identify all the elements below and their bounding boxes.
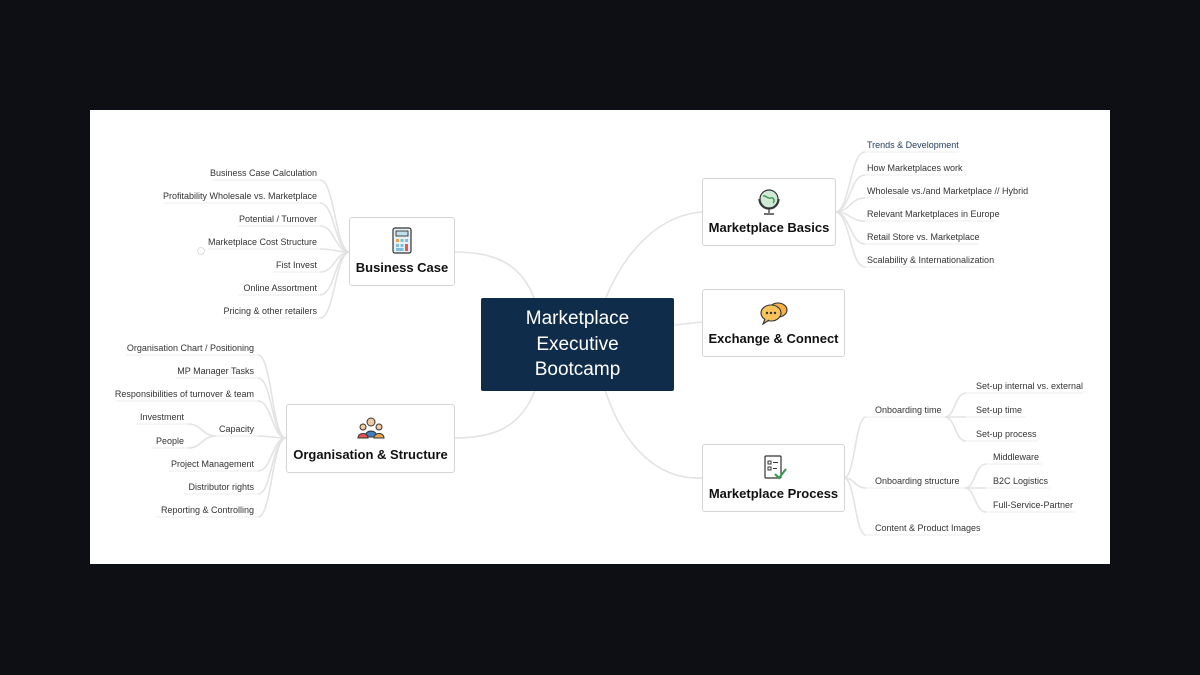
subtopic-item[interactable]: Online Assortment (243, 283, 317, 293)
subtopic-item[interactable]: Distributor rights (188, 482, 254, 492)
subtopic-item[interactable]: Content & Product Images (875, 523, 981, 533)
subtopic-item[interactable]: Set-up time (976, 405, 1023, 415)
subtopic-onboarding-time[interactable]: Onboarding time (875, 405, 942, 415)
topic-title: Marketplace Basics (708, 220, 830, 235)
subtopic-item[interactable]: Profitability Wholesale vs. Marketplace (162, 191, 317, 201)
connector-lines (116, 151, 1083, 536)
subtopic-item[interactable]: Full-Service-Partner (993, 500, 1074, 510)
subtopic-item[interactable]: Set-up internal vs. external (976, 381, 1084, 391)
subtopic-item[interactable]: Scalability & Internationalization (867, 255, 995, 265)
subtopic-item[interactable]: Fist Invest (275, 260, 317, 270)
subtopic-item[interactable]: Investment (139, 412, 184, 422)
chat-bubbles-icon (759, 302, 788, 326)
subtopic-item[interactable]: Set-up process (976, 429, 1037, 439)
central-line-2: Executive (536, 333, 619, 355)
subtopic-item[interactable]: B2C Logistics (993, 476, 1049, 486)
calculator-icon (392, 227, 412, 254)
topic-exchange-connect[interactable]: Exchange & Connect (702, 289, 845, 357)
central-line-3: Bootcamp (534, 359, 621, 380)
topic-organisation-structure[interactable]: Organisation & Structure (286, 404, 455, 473)
central-topic[interactable]: Marketplace Executive Bootcamp (481, 298, 674, 391)
mindmap-canvas: Marketplace Executive Bootcamp Marketpla… (90, 110, 1110, 564)
topic-marketplace-basics[interactable]: Marketplace Basics (702, 178, 836, 246)
topic-title: Organisation & Structure (293, 447, 448, 462)
subtopic-item[interactable]: Responsibilities of turnover & team (114, 389, 254, 399)
subtopic-item[interactable]: Project Management (170, 459, 254, 469)
subtopic-item[interactable]: People (155, 436, 184, 446)
subtopic-item[interactable]: Organisation Chart / Positioning (126, 343, 254, 353)
subtopic-capacity[interactable]: Capacity (218, 424, 254, 434)
checklist-icon (763, 455, 787, 480)
subtopic-item[interactable]: Middleware (993, 452, 1040, 462)
subtopic-item[interactable]: Marketplace Cost Structure (207, 237, 317, 247)
subtopic-item[interactable]: Relevant Marketplaces in Europe (867, 209, 1000, 219)
subtopic-item[interactable]: Wholesale vs./and Marketplace // Hybrid (867, 186, 1029, 196)
topic-title: Business Case (355, 260, 449, 275)
collapsed-branch-stub[interactable] (197, 247, 205, 255)
subtopic-item[interactable]: MP Manager Tasks (177, 366, 254, 376)
central-line-1: Marketplace (525, 308, 630, 329)
subtopic-item[interactable]: How Marketplaces work (867, 163, 963, 173)
topic-marketplace-process[interactable]: Marketplace Process (702, 444, 845, 512)
subtopic-item[interactable]: Trends & Development (867, 140, 959, 150)
subtopic-onboarding-structure[interactable]: Onboarding structure (875, 476, 960, 486)
topic-business-case[interactable]: Business Case (349, 217, 455, 286)
subtopic-item[interactable]: Business Case Calculation (209, 168, 317, 178)
subtopic-item[interactable]: Pricing & other retailers (223, 306, 317, 316)
subtopic-item[interactable]: Retail Store vs. Marketplace (867, 232, 980, 242)
team-icon (356, 417, 385, 439)
topic-title: Exchange & Connect (708, 331, 839, 346)
topic-title: Marketplace Process (708, 486, 839, 501)
globe-icon (758, 189, 780, 215)
subtopic-item[interactable]: Reporting & Controlling (160, 505, 254, 515)
subtopic-item[interactable]: Potential / Turnover (238, 214, 317, 224)
